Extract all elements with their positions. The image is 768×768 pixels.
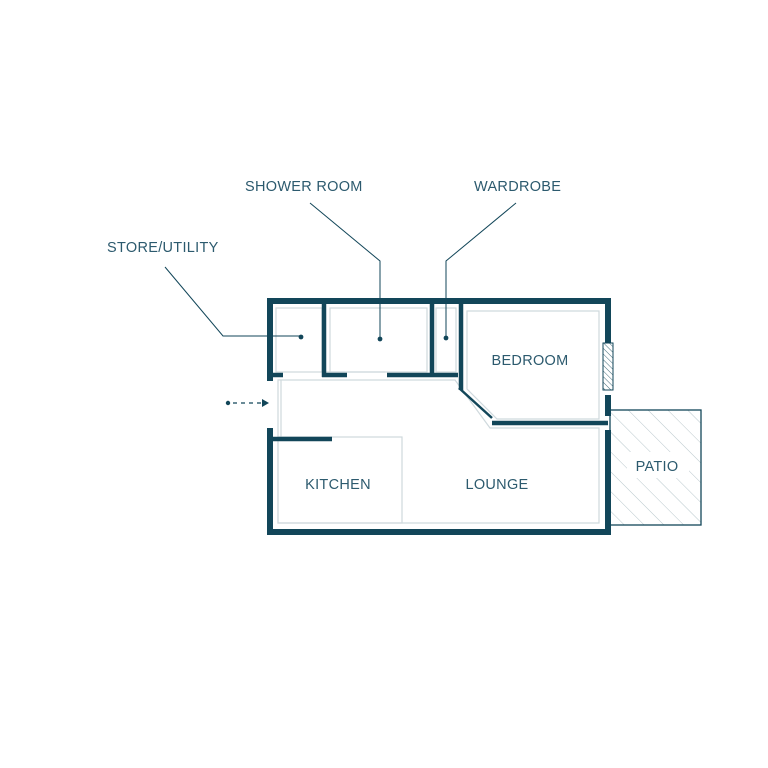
- store-utility-leader: [164, 266, 300, 337]
- leader-lines: [164, 202, 517, 342]
- wall-bedroom-diagonal: [458, 387, 493, 419]
- wardrobe-callout: WARDROBE: [474, 179, 561, 195]
- store-utility-callout: STORE/UTILITY: [107, 240, 219, 256]
- dashed-arrow-right-icon: [225, 399, 269, 407]
- store-utility-marker: [298, 334, 304, 340]
- bedroom-label: BEDROOM: [491, 353, 568, 369]
- bedroom-inner-outline: [466, 310, 600, 420]
- bedroom-window: [602, 342, 614, 391]
- lounge-label: LOUNGE: [465, 477, 528, 493]
- wardrobe-marker: [443, 335, 449, 341]
- patio-label-backdrop: [627, 452, 689, 478]
- shower-room-leader: [309, 202, 381, 338]
- store-utility-inner-outline: [275, 307, 323, 373]
- kitchen-label: KITCHEN: [305, 477, 371, 493]
- shower-room-marker: [377, 336, 383, 342]
- patio: [609, 409, 702, 526]
- shower-room-callout: SHOWER ROOM: [245, 179, 363, 195]
- patio-label: PATIO: [636, 459, 679, 475]
- outer-wall-right-bottom: [267, 428, 611, 535]
- walls: [267, 298, 614, 535]
- hallway-inner-outline: [277, 379, 600, 524]
- inner-room-lines: [275, 307, 600, 524]
- labels: STORE/UTILITY SHOWER ROOM WARDROBE BEDRO…: [107, 179, 678, 493]
- kitchen-inner-outline: [277, 436, 403, 524]
- wardrobe-leader: [445, 202, 517, 337]
- outer-wall-top: [267, 298, 611, 381]
